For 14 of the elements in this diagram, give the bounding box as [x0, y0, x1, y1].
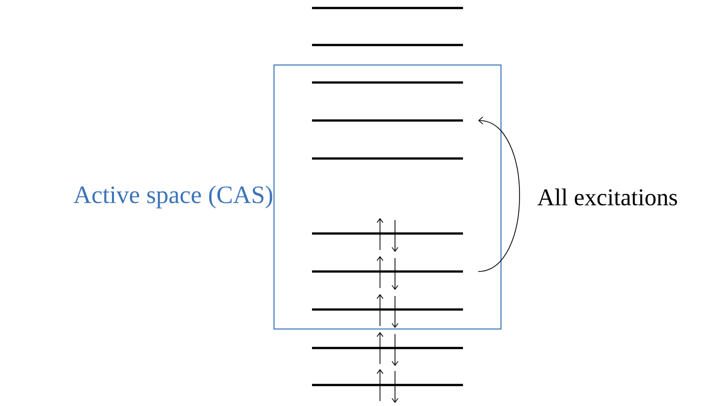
curved-arrow [478, 116, 520, 272]
edge-label: All excitations [537, 188, 677, 206]
energy-level-line [312, 232, 463, 235]
energy-level-line [312, 308, 463, 311]
energy-level-line [312, 81, 463, 84]
energy-level-line [312, 157, 463, 160]
node-label: Active space (CAS) [74, 186, 272, 208]
energy-level-line [312, 44, 463, 46]
energy-level-line [312, 119, 463, 122]
energy-level-line [312, 270, 463, 273]
energy-level-line [312, 346, 463, 350]
energy-level-line [312, 384, 463, 386]
energy-level-line [312, 6, 463, 10]
active-space-box: Active space (CAS) [74, 64, 502, 330]
